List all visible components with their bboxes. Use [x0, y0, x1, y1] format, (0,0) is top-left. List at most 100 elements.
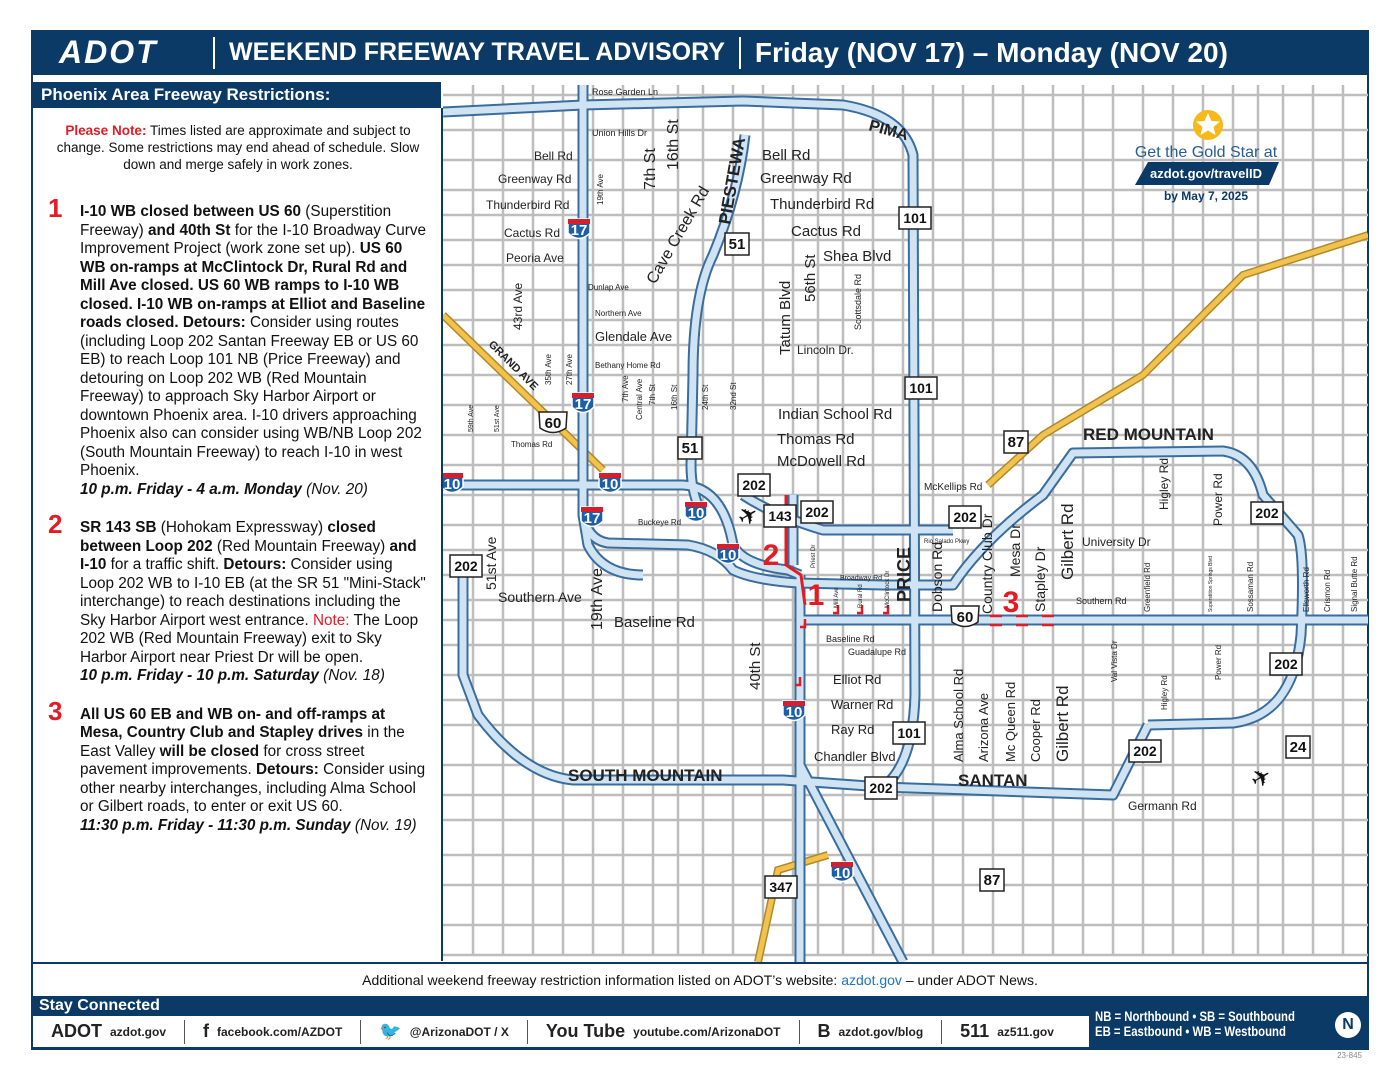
- shield-number: 60: [957, 609, 974, 626]
- map-label: Alma School Rd: [951, 669, 966, 762]
- item-time: 11:30 p.m. Friday - 11:30 p.m. Sunday (N…: [80, 817, 429, 836]
- map-label: Greenway Rd: [498, 172, 571, 186]
- social-icon: B: [817, 1021, 831, 1041]
- item-text: All US 60 EB and WB on- and off-ramps at…: [80, 705, 386, 742]
- map-label: Arizona Ave: [976, 693, 991, 762]
- shield-number: 101: [897, 725, 921, 741]
- star-icon: [1196, 113, 1220, 135]
- state-shield-51: 51: [724, 232, 750, 256]
- social-link[interactable]: 🐦@ArizonaDOT / X: [361, 1019, 528, 1044]
- item-text: (Superstition Freeway): [80, 203, 392, 239]
- item-number: 3: [48, 695, 63, 726]
- shield-number: 347: [769, 879, 793, 895]
- map-label: Lincoln Dr.: [797, 343, 854, 357]
- map-label: Thomas Rd: [777, 431, 855, 448]
- state-shield-101: 101: [904, 376, 938, 400]
- closed-ramp: [833, 605, 840, 615]
- map-label: Priest Dr: [811, 545, 817, 568]
- map-label: Higley Rd: [1157, 458, 1171, 510]
- shield-number: 10: [786, 704, 803, 721]
- closed-ramp: [857, 605, 864, 615]
- adot-logo: ADOT: [59, 34, 158, 70]
- map-label: McClintock Dr: [885, 571, 891, 608]
- map-label: McDowell Rd: [777, 453, 865, 470]
- map-label: Elliot Rd: [833, 672, 881, 687]
- highways: [443, 231, 1368, 962]
- social-label: az511.gov: [997, 1024, 1054, 1039]
- map-label: Thunderbird Rd: [486, 198, 569, 212]
- item-number: 1: [48, 193, 63, 223]
- map-label: Ray Rd: [831, 722, 874, 737]
- shield-number: 17: [575, 396, 592, 413]
- page-title: WEEKEND FREEWAY TRAVEL ADVISORY: [229, 38, 725, 66]
- north-arrow-icon: N: [1335, 1012, 1361, 1038]
- shield-number: 87: [1008, 434, 1025, 451]
- map-label: 51st Ave: [483, 536, 499, 590]
- state-shield-202: 202: [864, 776, 898, 800]
- map-label: 19th Ave: [596, 173, 605, 205]
- item-text: in the East Valley: [80, 724, 405, 760]
- state-shield-101: 101: [892, 721, 926, 745]
- promo-banner: [1135, 162, 1279, 185]
- highway: [443, 313, 605, 472]
- shield-number: 60: [545, 415, 562, 432]
- shield-number: 17: [584, 510, 601, 527]
- promo-link[interactable]: azdot.gov/travelID: [1150, 166, 1262, 181]
- map-label: Germann Rd: [1128, 799, 1197, 813]
- shield-number: 10: [688, 505, 705, 522]
- state-shield-24: 24: [1285, 735, 1311, 759]
- map-label: Southern Ave: [498, 589, 582, 605]
- item-text: SR 143 SB: [80, 519, 157, 536]
- closed-segment: [784, 495, 807, 606]
- freeway: [579, 85, 1306, 729]
- state-shield-87: 87: [979, 868, 1005, 892]
- azdot-link[interactable]: azdot.gov: [841, 972, 902, 988]
- map-label: RED MOUNTAIN: [1083, 425, 1214, 444]
- map-label: Dobson Rd: [929, 542, 945, 612]
- freeways: [443, 85, 1368, 962]
- map-label: Cooper Rd: [1028, 699, 1043, 762]
- item-time: 10 p.m. Friday - 10 p.m. Saturday (Nov. …: [80, 667, 429, 686]
- promo: Get the Gold Star at azdot.gov/travelID …: [1135, 110, 1279, 203]
- item-text: US 60 WB on-ramps at McClintock Dr, Rura…: [80, 240, 426, 331]
- map-label: 35th Ave: [544, 353, 553, 385]
- map-label: University Dr: [1082, 535, 1151, 549]
- map-label: 7th St: [648, 383, 657, 405]
- map-label: Power Rd: [1211, 473, 1225, 526]
- item-text: for a traffic shift.: [106, 556, 224, 573]
- shield-number: 10: [720, 547, 737, 564]
- closed-ramp: [795, 677, 802, 687]
- map-label: Baseline Rd: [826, 634, 875, 644]
- item-text: for the I-10 Broadway Curve Improvement …: [80, 221, 427, 258]
- item-text: closed between Loop 202: [80, 519, 376, 555]
- map-label: 51st Ave: [494, 405, 501, 432]
- item-text: The Loop 202 WB (Red Mountain Freeway) e…: [80, 611, 419, 666]
- shield-number: 202: [953, 509, 977, 525]
- map-label: Central Ave: [635, 378, 644, 420]
- map-label: McKellips Rd: [924, 482, 982, 493]
- map-label: Baseline Rd: [614, 614, 695, 631]
- state-shield-202: 202: [1128, 739, 1162, 763]
- time-date: (Nov. 18): [318, 667, 385, 684]
- airport-icon: ✈: [1246, 762, 1277, 795]
- map-label: Ellsworth Rd: [1302, 567, 1311, 612]
- legend-line: EB = Eastbound • WB = Westbound: [1095, 1024, 1286, 1039]
- shield-number: 10: [834, 865, 851, 882]
- map-label: PIESTEWA: [715, 136, 749, 226]
- map-label: Superstition Springs Blvd: [1208, 556, 1214, 612]
- state-shield-87: 87: [1003, 430, 1029, 454]
- map-label: Gilbert Rd: [1058, 503, 1077, 580]
- map-label: Broadway Rd: [840, 575, 882, 582]
- legend-line: NB = Northbound • SB = Southbound: [1095, 1009, 1295, 1024]
- map-label: Dunlap Ave: [588, 283, 629, 292]
